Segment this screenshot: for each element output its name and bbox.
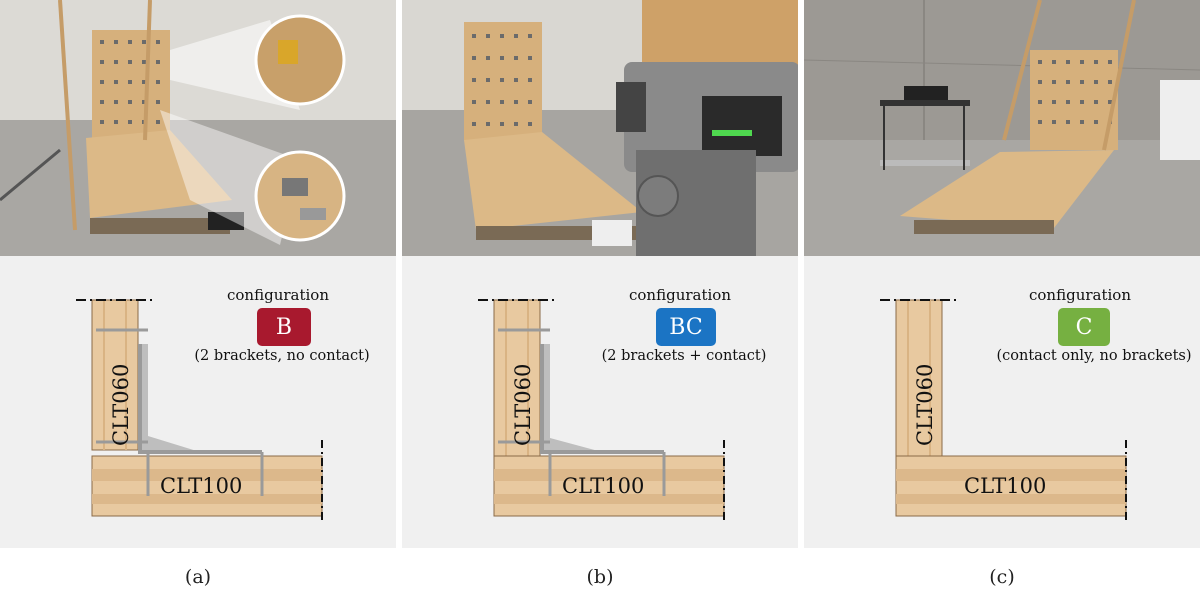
config-title: configuration: [227, 286, 329, 304]
experiment-photo-lab-setup: [804, 0, 1200, 256]
caption-a: (a): [184, 566, 212, 588]
photo-b: [402, 0, 798, 256]
floor-label: CLT100: [964, 474, 1046, 498]
wall-label: CLT060: [511, 364, 535, 446]
diagram-a: CLT060 CLT100 configuration B (2 bracket…: [0, 256, 396, 548]
wall-label: CLT060: [109, 364, 133, 446]
config-description: (contact only, no brackets): [996, 348, 1192, 364]
config-title: configuration: [1029, 286, 1131, 304]
panel-c: CLT060 CLT100 configuration C (contact o…: [804, 0, 1200, 548]
floor-label: CLT100: [160, 474, 242, 498]
joint-section-diagram-b: CLT060 CLT100: [478, 299, 725, 520]
experiment-photo-laser-vibrometer: [402, 0, 798, 256]
diagram-b: CLT060 CLT100 configuration BC (2 bracke…: [402, 256, 798, 548]
config-badge: C: [1058, 308, 1110, 346]
panel-b: CLT060 CLT100 configuration BC (2 bracke…: [402, 0, 798, 548]
caption-c: (c): [989, 566, 1015, 588]
config-badge: BC: [656, 308, 716, 346]
joint-section-diagram-a: CLT060 CLT100: [76, 299, 323, 520]
caption-b: (b): [586, 566, 614, 588]
joint-section-diagram-c: CLT060 CLT100: [880, 299, 1127, 520]
diagram-c: CLT060 CLT100 configuration C (contact o…: [804, 256, 1200, 548]
panel-a: CLT060 CLT100 configuration B (2 bracket…: [0, 0, 396, 548]
photo-c: [804, 0, 1200, 256]
wall-label: CLT060: [913, 364, 937, 446]
config-badge: B: [257, 308, 311, 346]
config-description: (2 brackets + contact): [601, 348, 767, 364]
floor-label: CLT100: [562, 474, 644, 498]
config-title: configuration: [629, 286, 731, 304]
photo-a: [0, 0, 396, 256]
config-description: (2 brackets, no contact): [194, 348, 370, 364]
experiment-photo-shaker-with-zoom-insets: [0, 0, 396, 256]
